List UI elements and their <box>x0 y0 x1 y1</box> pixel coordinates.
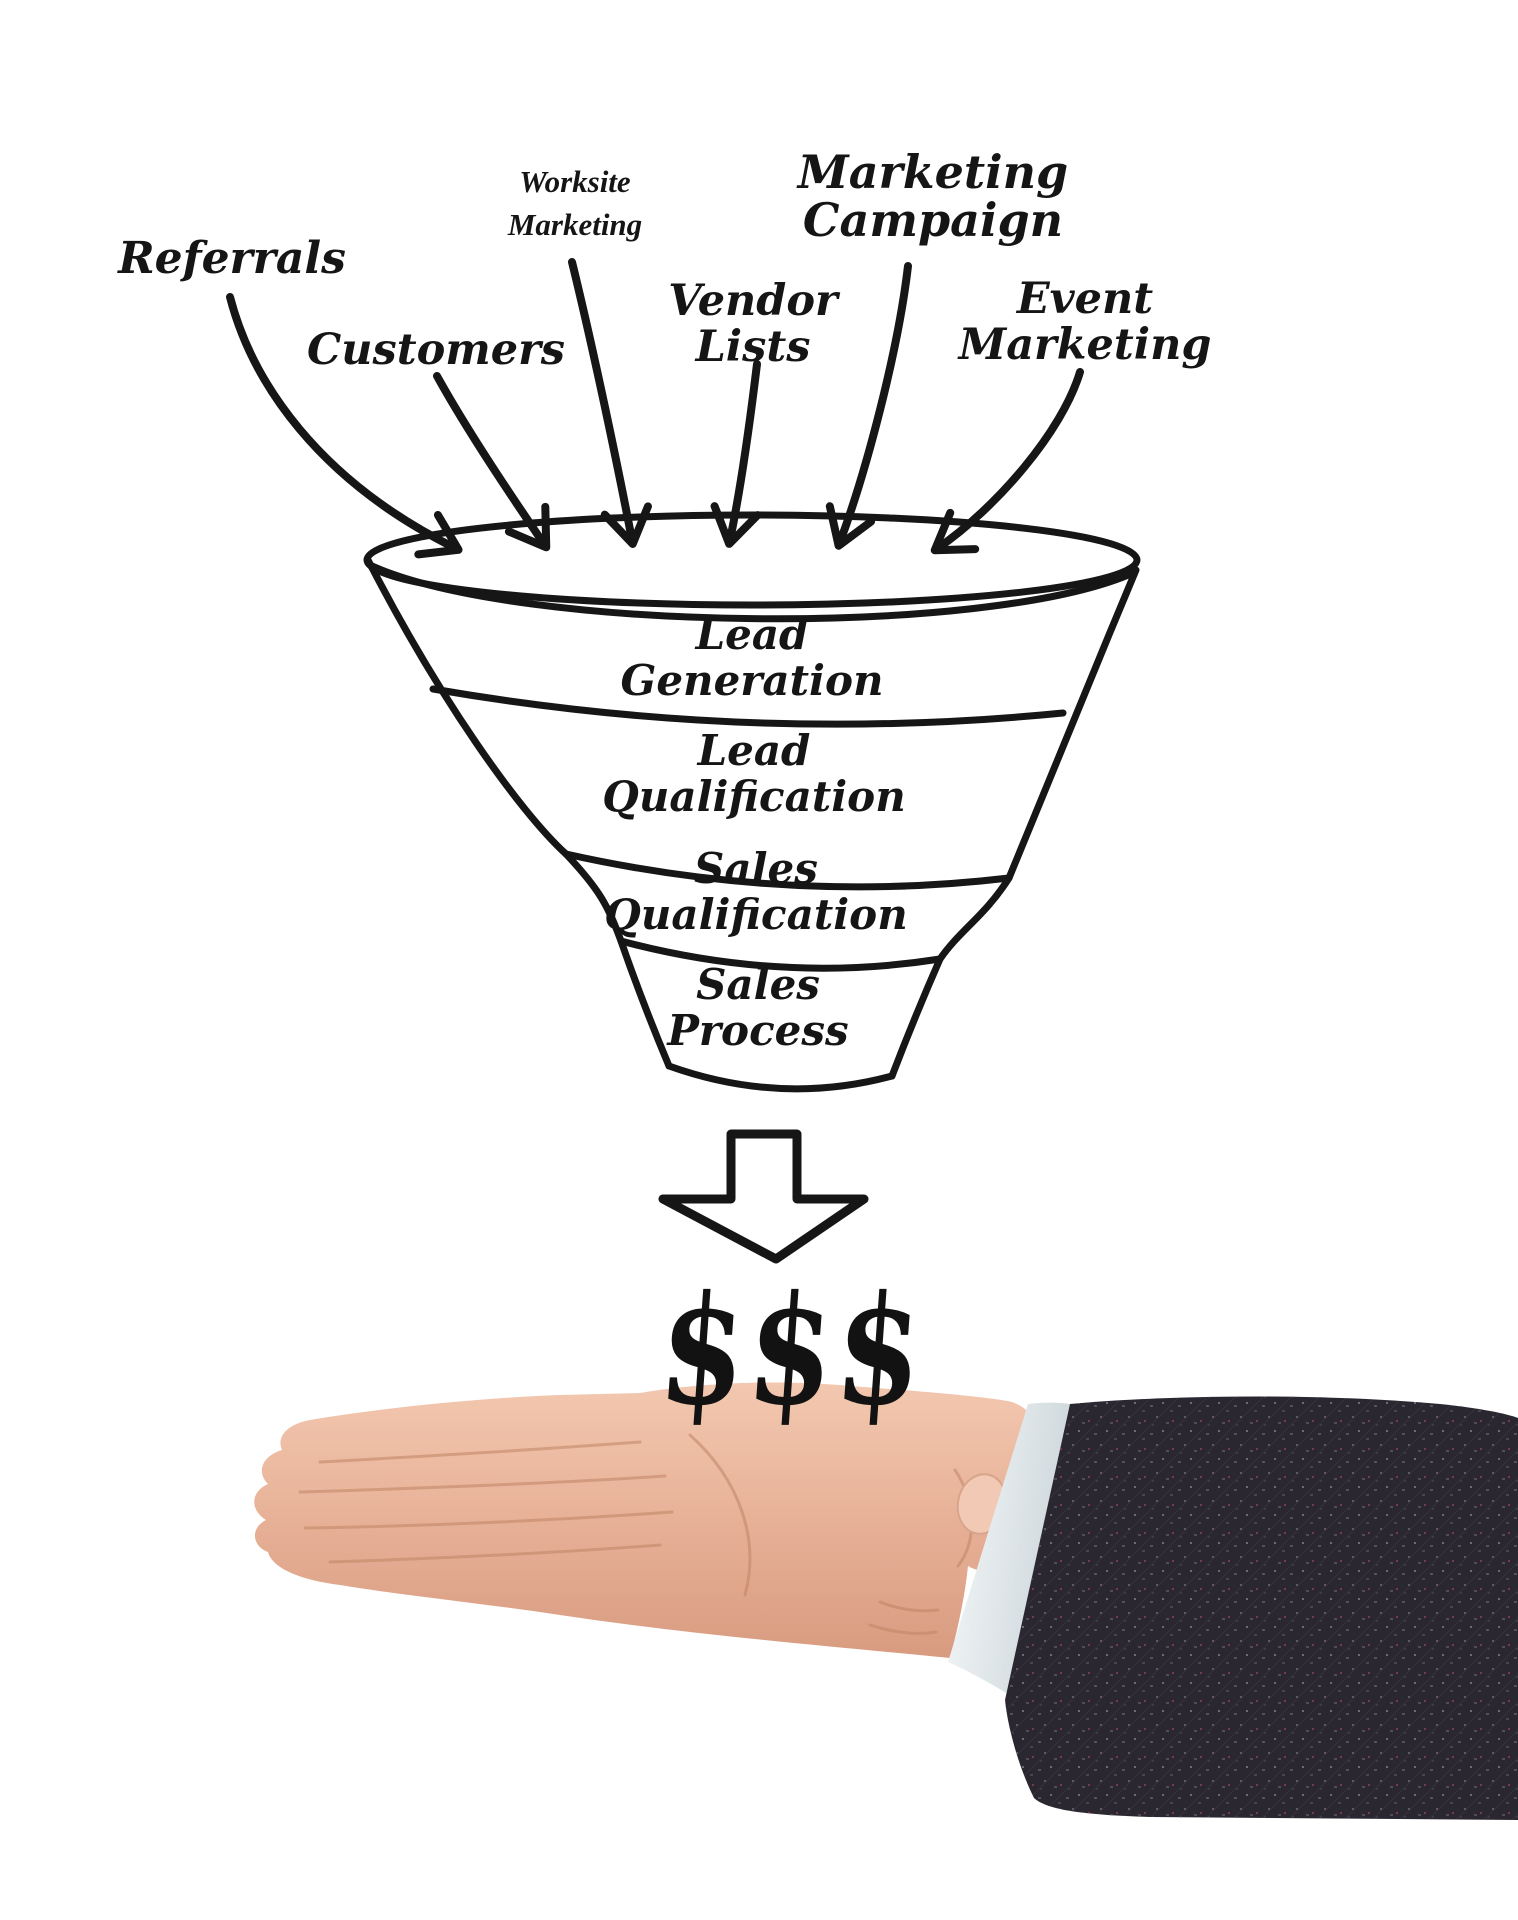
shirt-cuff <box>948 1402 1075 1700</box>
arrow-referrals <box>226 293 463 559</box>
label-event-marketing: Event Marketing <box>958 274 1212 371</box>
arrow-marketing-campaign <box>825 262 912 550</box>
label-customers: Customers <box>307 325 565 375</box>
source-arrows <box>226 258 1084 559</box>
label-marketing-campaign: Marketing Campaign <box>797 145 1069 248</box>
arrow-worksite-marketing <box>568 258 652 548</box>
funnel-divider-2 <box>562 850 1013 891</box>
hand-silhouette <box>254 1382 1047 1658</box>
down-arrow <box>658 1129 869 1264</box>
label-vendor-lists: Vendor Lists <box>668 276 838 373</box>
suit-sleeve <box>1005 1396 1518 1820</box>
arrow-customers <box>433 372 551 552</box>
sleeve-texture <box>1005 1396 1518 1820</box>
funnel-divider-1 <box>429 685 1067 728</box>
label-referrals: Referrals <box>118 233 346 284</box>
funnel-stage-lead-generation: Lead Generation <box>620 610 884 706</box>
funnel-stage-lead-qualification: Lead Qualification <box>602 726 906 822</box>
funnel-right-side <box>888 566 1140 1080</box>
arrow-vendor-lists <box>710 360 762 548</box>
label-worksite-marketing: Worksite Marketing <box>507 164 643 243</box>
funnel-outline <box>363 511 1141 1093</box>
funnel-rim <box>363 511 1141 609</box>
funnel-bottom-edge <box>665 1062 896 1093</box>
open-hand-photo <box>254 1382 1047 1658</box>
funnel-stage-sales-process: Sales Process <box>667 960 849 1056</box>
funnel-stage-sales-qualification: Sales Qualification <box>604 844 908 940</box>
dollar-signs: $$$ <box>653 1263 931 1439</box>
funnel-divider-3 <box>617 937 944 972</box>
funnel-left-side <box>364 556 673 1070</box>
funnel-rim-inner-arc <box>368 562 1137 623</box>
arrow-event-marketing <box>930 368 1084 555</box>
